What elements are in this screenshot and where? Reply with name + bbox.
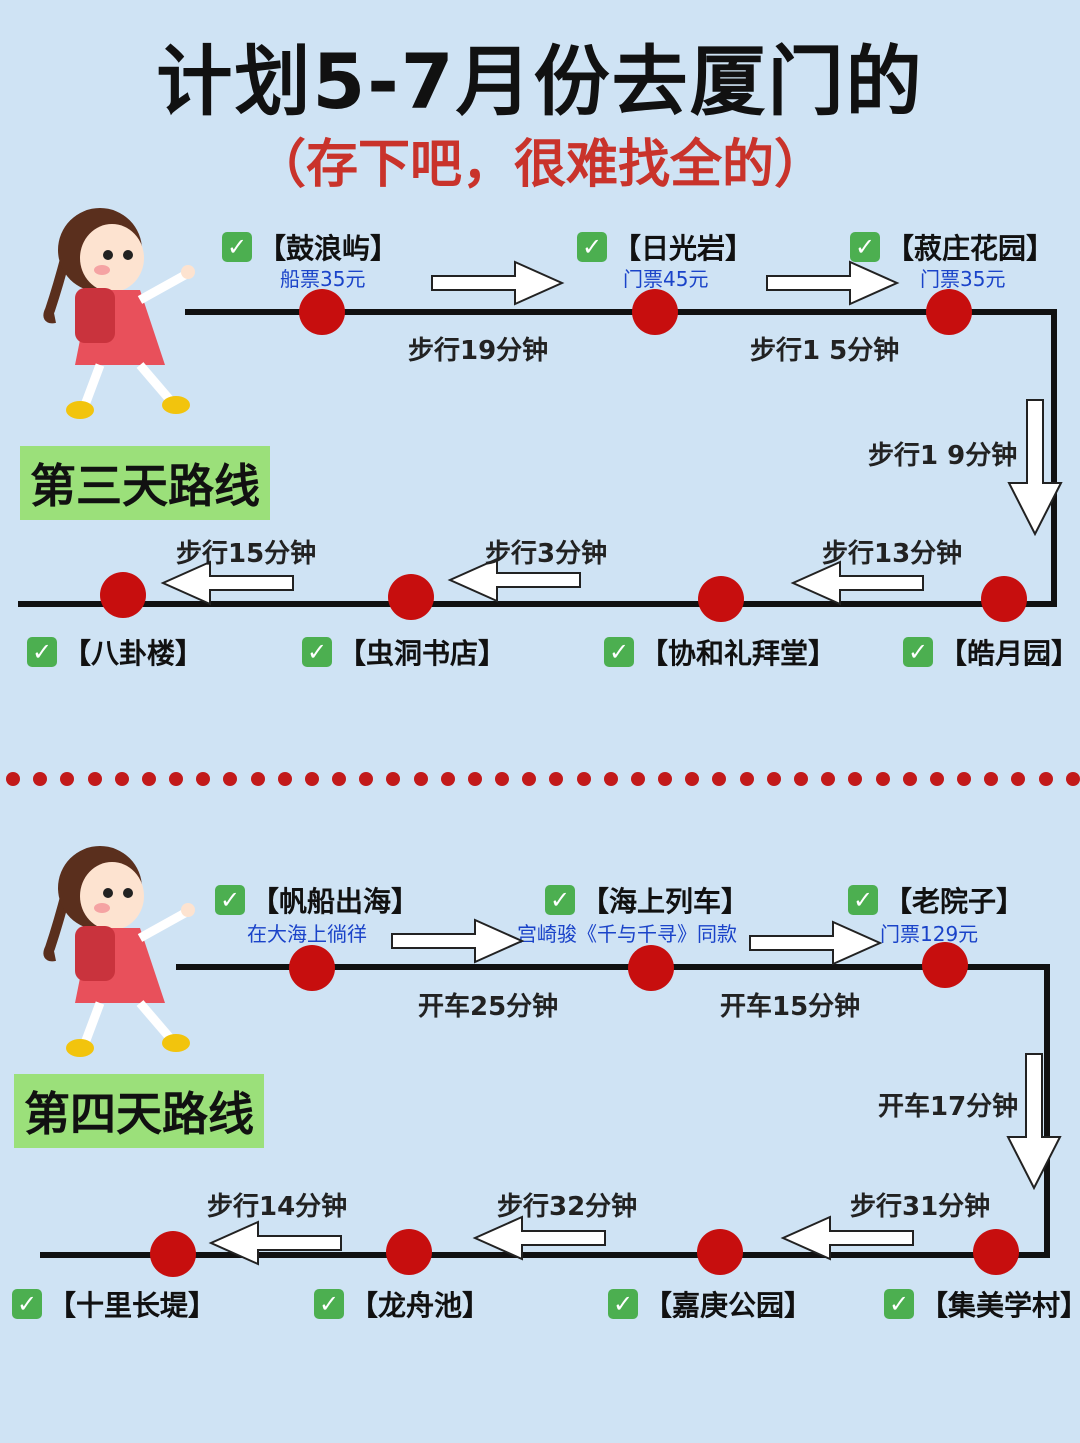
travel-time: 步行1 9分钟 bbox=[868, 441, 1018, 471]
travel-time: 步行31分钟 bbox=[850, 1192, 991, 1222]
stop-dot bbox=[697, 1229, 743, 1275]
stop-jiageng-park: ✓【嘉庚公园】 bbox=[608, 1284, 812, 1324]
arrow-icon bbox=[208, 1220, 342, 1266]
travel-time: 步行3分钟 bbox=[485, 539, 608, 569]
page-title: 计划5-7月份去厦门的 bbox=[156, 37, 924, 126]
arrow-icon bbox=[447, 557, 581, 603]
stop-gulangyu: ✓【鼓浪屿】 bbox=[222, 227, 398, 267]
page-subtitle: （存下吧，很难找全的） bbox=[253, 135, 826, 195]
check-mark-icon: ✓ bbox=[604, 637, 634, 667]
stop-dot bbox=[632, 289, 678, 335]
arrow-icon bbox=[1006, 1053, 1062, 1190]
check-mark-icon: ✓ bbox=[903, 637, 933, 667]
route-line bbox=[1051, 309, 1057, 607]
travel-time: 步行32分钟 bbox=[497, 1192, 638, 1222]
day3-label: 第三天路线 bbox=[20, 446, 270, 520]
arrow-icon bbox=[391, 918, 525, 964]
check-mark-icon: ✓ bbox=[222, 232, 252, 262]
stop-dot bbox=[981, 576, 1027, 622]
route-line bbox=[18, 601, 1057, 607]
stop-dot bbox=[973, 1229, 1019, 1275]
stop-dot bbox=[388, 574, 434, 620]
stop-dot bbox=[698, 576, 744, 622]
stop-dot bbox=[628, 945, 674, 991]
stop-wormhole-bookstore: ✓【虫洞书店】 bbox=[302, 632, 506, 672]
stop-bagua-building: ✓【八卦楼】 bbox=[27, 632, 203, 672]
stop-dot bbox=[289, 945, 335, 991]
check-mark-icon: ✓ bbox=[848, 885, 878, 915]
arrow-icon bbox=[160, 560, 294, 606]
travel-time: 开车25分钟 bbox=[418, 992, 559, 1022]
stop-note: 在大海上徜徉 bbox=[247, 922, 367, 946]
arrow-icon bbox=[766, 260, 900, 306]
check-mark-icon: ✓ bbox=[577, 232, 607, 262]
stop-old-courtyard: ✓【老院子】 bbox=[848, 880, 1024, 920]
stop-dot bbox=[100, 572, 146, 618]
travel-time: 步行15分钟 bbox=[176, 539, 317, 569]
arrow-icon bbox=[749, 920, 883, 966]
day4-label: 第四天路线 bbox=[14, 1074, 264, 1148]
route-line bbox=[1044, 964, 1050, 1258]
check-mark-icon: ✓ bbox=[302, 637, 332, 667]
stop-sea-train: ✓【海上列车】 bbox=[545, 880, 749, 920]
stop-dot bbox=[150, 1231, 196, 1277]
arrow-icon bbox=[1007, 399, 1063, 536]
travel-time: 步行14分钟 bbox=[207, 1192, 348, 1222]
check-mark-icon: ✓ bbox=[314, 1289, 344, 1319]
travel-time: 步行1 5分钟 bbox=[750, 336, 900, 366]
stop-dot bbox=[922, 942, 968, 988]
travel-time: 步行19分钟 bbox=[408, 336, 549, 366]
stop-haoyue-garden: ✓【皓月园】 bbox=[903, 632, 1079, 672]
stop-sailing: ✓【帆船出海】 bbox=[215, 880, 419, 920]
travel-time: 开车17分钟 bbox=[878, 1092, 1019, 1122]
girl-illustration bbox=[43, 846, 195, 1057]
check-mark-icon: ✓ bbox=[884, 1289, 914, 1319]
arrow-icon bbox=[472, 1215, 606, 1261]
stop-shuzhuang-garden: ✓【菽庄花园】 bbox=[850, 227, 1054, 267]
travel-time: 开车15分钟 bbox=[720, 992, 861, 1022]
stop-dragon-boat-pond: ✓【龙舟池】 bbox=[314, 1284, 490, 1324]
stop-dot bbox=[299, 289, 345, 335]
stop-dot bbox=[386, 1229, 432, 1275]
stop-note: 船票35元 bbox=[280, 267, 366, 291]
stop-note: 门票129元 bbox=[880, 922, 979, 946]
check-mark-icon: ✓ bbox=[608, 1289, 638, 1319]
stop-shili-embankment: ✓【十里长堤】 bbox=[12, 1284, 216, 1324]
check-mark-icon: ✓ bbox=[27, 637, 57, 667]
arrow-icon bbox=[790, 560, 924, 606]
stop-jimei-village: ✓【集美学村】 bbox=[884, 1284, 1080, 1324]
travel-time: 步行13分钟 bbox=[822, 539, 963, 569]
check-mark-icon: ✓ bbox=[215, 885, 245, 915]
route-line bbox=[40, 1252, 1050, 1258]
stop-dot bbox=[926, 289, 972, 335]
route-line bbox=[176, 964, 1050, 970]
check-mark-icon: ✓ bbox=[12, 1289, 42, 1319]
stop-note: 门票35元 bbox=[920, 267, 1006, 291]
route-line bbox=[185, 309, 1057, 315]
stop-xiehe-church: ✓【协和礼拜堂】 bbox=[604, 632, 836, 672]
girl-illustration bbox=[43, 208, 195, 419]
stop-note: 宫崎骏《千与千寻》同款 bbox=[517, 922, 737, 946]
stop-riguangyan: ✓【日光岩】 bbox=[577, 227, 753, 267]
check-mark-icon: ✓ bbox=[545, 885, 575, 915]
dotted-separator bbox=[6, 772, 1080, 788]
check-mark-icon: ✓ bbox=[850, 232, 880, 262]
arrow-icon bbox=[431, 260, 565, 306]
arrow-icon bbox=[780, 1215, 914, 1261]
stop-note: 门票45元 bbox=[623, 267, 709, 291]
